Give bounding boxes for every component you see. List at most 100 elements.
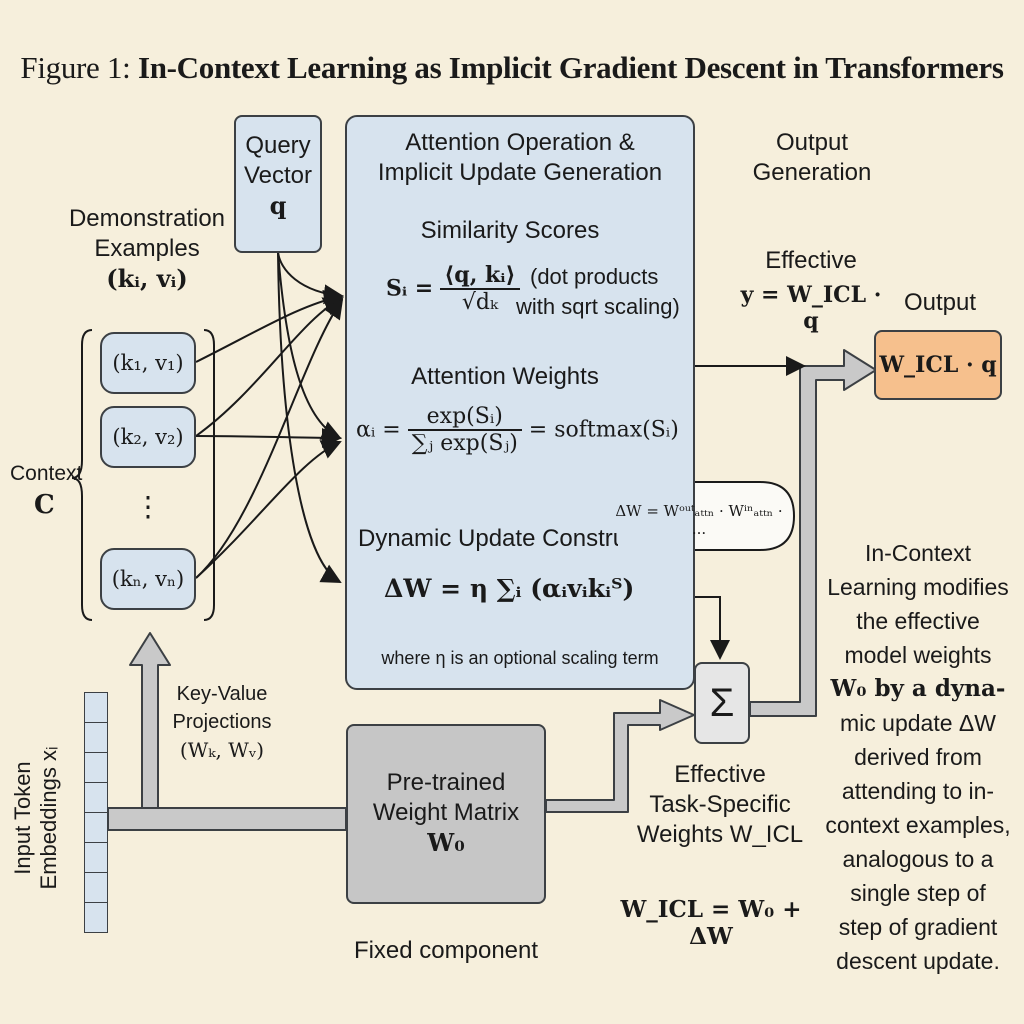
output-label: Output — [904, 289, 977, 316]
side-note: In-Context Learning modifies the effecti… — [812, 536, 1024, 978]
output-generation-label-1: Output — [775, 129, 849, 156]
line-kn-to-similarity — [195, 298, 344, 579]
flow-up-to-context — [129, 632, 171, 809]
similarity-numerator: ⟨q, kᵢ⟩ — [440, 262, 520, 290]
similarity-note-1: (dot products — [530, 264, 659, 289]
kv-projections-label-2: Projections — [172, 711, 272, 733]
attention-weights-lhs: αᵢ = — [356, 417, 401, 443]
similarity-denominator: √dₖ — [461, 290, 498, 315]
task-weights-label-2: Task-Specific — [649, 791, 791, 818]
side-note-line: step of gradient — [838, 914, 998, 940]
sum-node: Σ — [694, 662, 750, 744]
side-note-line: In-Context — [864, 540, 972, 566]
side-note-line: model weights — [844, 642, 992, 668]
attention-title-1: Attention Operation & — [405, 129, 635, 156]
brace-right — [203, 329, 215, 621]
attention-weights-title: Attention Weights — [411, 363, 599, 390]
side-note-line: analogous to a — [842, 846, 994, 872]
embedding-cell — [84, 722, 108, 753]
kv-projections-label-1: Key-Value — [176, 683, 268, 705]
line-k1-to-similarity — [195, 290, 344, 363]
wicl-formula: W_ICL = W₀ + ΔW — [620, 896, 802, 950]
embedding-cell — [84, 782, 108, 813]
demonstration-label: Demonstration Examples (kᵢ, vᵢ) — [62, 204, 232, 294]
similarity-note-2: with sqrt scaling) — [516, 294, 680, 319]
effective-label: Effective — [765, 247, 857, 274]
demonstration-label-2: Examples — [94, 235, 200, 262]
dynamic-update-title: Dynamic Update Constructio — [358, 525, 618, 552]
embedding-cell — [84, 842, 108, 873]
embedding-cell — [84, 872, 108, 903]
line-kn-to-attention — [195, 440, 342, 579]
pretrained-label-1: Pre-trained — [386, 769, 506, 796]
side-note-line: the effective — [856, 608, 980, 634]
attention-weights-denominator: ∑ⱼ exp(Sⱼ) — [411, 431, 518, 456]
embedding-cell — [84, 752, 108, 783]
attention-weights-numerator: exp(Sᵢ) — [407, 404, 522, 431]
embedding-cell — [84, 812, 108, 843]
brace-left — [71, 329, 93, 621]
figure-title: Figure 1: In-Context Learning as Implici… — [0, 50, 1024, 86]
figure-title-main: In-Context Learning as Implicit Gradient… — [137, 50, 1004, 85]
dynamic-update-formula: ΔW = η ∑ᵢ (αᵢvᵢkᵢᵀ) — [384, 574, 635, 603]
context-label: Context C — [10, 462, 83, 520]
task-weights-label-1: Effective — [674, 761, 766, 788]
embedding-cell — [84, 902, 108, 933]
pretrained-label-2: Weight Matrix — [372, 799, 520, 826]
context-label-text: Context — [10, 462, 83, 485]
query-symbol: q — [269, 191, 287, 220]
side-note-line: derived from — [854, 744, 982, 770]
attention-weights-fraction: exp(Sᵢ) ∑ⱼ exp(Sⱼ) — [407, 404, 522, 456]
input-embeddings-label-1: Input Token — [10, 761, 35, 875]
context-symbol: C — [34, 490, 55, 520]
pretrained-weight-box: Pre-trained Weight Matrix W₀ — [346, 724, 546, 904]
side-note-line: attending to in- — [841, 778, 995, 804]
similarity-fraction: ⟨q, kᵢ⟩ √dₖ — [440, 262, 520, 315]
demonstration-symbol: (kᵢ, vᵢ) — [106, 264, 188, 293]
line-k2-to-attention — [195, 427, 342, 448]
similarity-title: Similarity Scores — [420, 217, 600, 244]
effective-formula: y = W_ICL · q — [740, 282, 882, 334]
side-note-line: mic update ΔW — [840, 710, 996, 736]
pair-kn-vn: (kₙ, vₙ) — [100, 548, 196, 610]
demonstration-label-1: Demonstration — [68, 205, 226, 232]
query-vector-box: Query Vector q — [234, 115, 322, 253]
attention-weights-formula: αᵢ = exp(Sᵢ) ∑ⱼ exp(Sⱼ) = softmax(Sᵢ) — [356, 404, 679, 456]
pair-ellipsis: ⋮ — [134, 490, 162, 523]
flow-sum-to-output — [749, 349, 877, 717]
side-note-line: context examples, — [825, 812, 1011, 838]
kv-projections-symbol: (Wₖ, Wᵥ) — [179, 738, 265, 762]
side-note-line: single step of — [850, 880, 986, 906]
pair-k2-v2: (k₂, v₂) — [100, 406, 196, 468]
kv-projections-label: Key-Value Projections (Wₖ, Wᵥ) — [162, 680, 282, 764]
query-label-2: Vector — [243, 162, 313, 189]
line-query-to-update — [277, 251, 342, 583]
pair-k1-v1: (k₁, v₁) — [100, 332, 196, 394]
side-note-line: descent update. — [836, 948, 1000, 974]
speech-bubble-text: ΔW = Wᵒᵘᵗₐₜₜₙ · Wⁱⁿₐₜₜₙ · ... — [615, 502, 783, 538]
input-embeddings-label-2: Embeddings xᵢ — [36, 746, 61, 890]
attention-title-2: Implicit Update Generation — [377, 159, 663, 186]
embedding-cell — [84, 692, 108, 723]
task-weights-label: Effective Task-Specific Weights W_ICL — [630, 760, 810, 850]
line-k2-to-similarity — [195, 297, 344, 437]
output-box: W_ICL · q — [874, 330, 1002, 400]
output-generation-label: Output Generation — [742, 128, 882, 188]
side-note-line: Learning modifies — [827, 574, 1009, 600]
side-note-line: W₀ by a dyna- — [830, 675, 1006, 702]
output-generation-label-2: Generation — [752, 159, 872, 186]
attention-operation-box — [345, 115, 695, 690]
effective-output-label: Effective y = W_ICL · q — [736, 246, 886, 334]
query-label-1: Query — [245, 132, 311, 159]
similarity-note: (dot products with sqrt scaling) — [516, 262, 680, 322]
flow-embeddings-to-pretrained — [107, 807, 347, 831]
attention-weights-rhs: = softmax(Sᵢ) — [528, 417, 679, 443]
dynamic-update-note: where η is an optional scaling term — [381, 648, 659, 668]
similarity-lhs: Sᵢ = — [386, 275, 434, 302]
input-embeddings-label: Input Token Embeddings xᵢ — [10, 718, 62, 918]
line-query-to-similarity — [277, 251, 344, 305]
task-weights-label-3: Weights W_ICL — [636, 821, 804, 848]
pretrained-symbol: W₀ — [427, 828, 465, 857]
figure-title-prefix: Figure 1: — [20, 50, 138, 85]
fixed-component-label: Fixed component — [353, 937, 539, 964]
